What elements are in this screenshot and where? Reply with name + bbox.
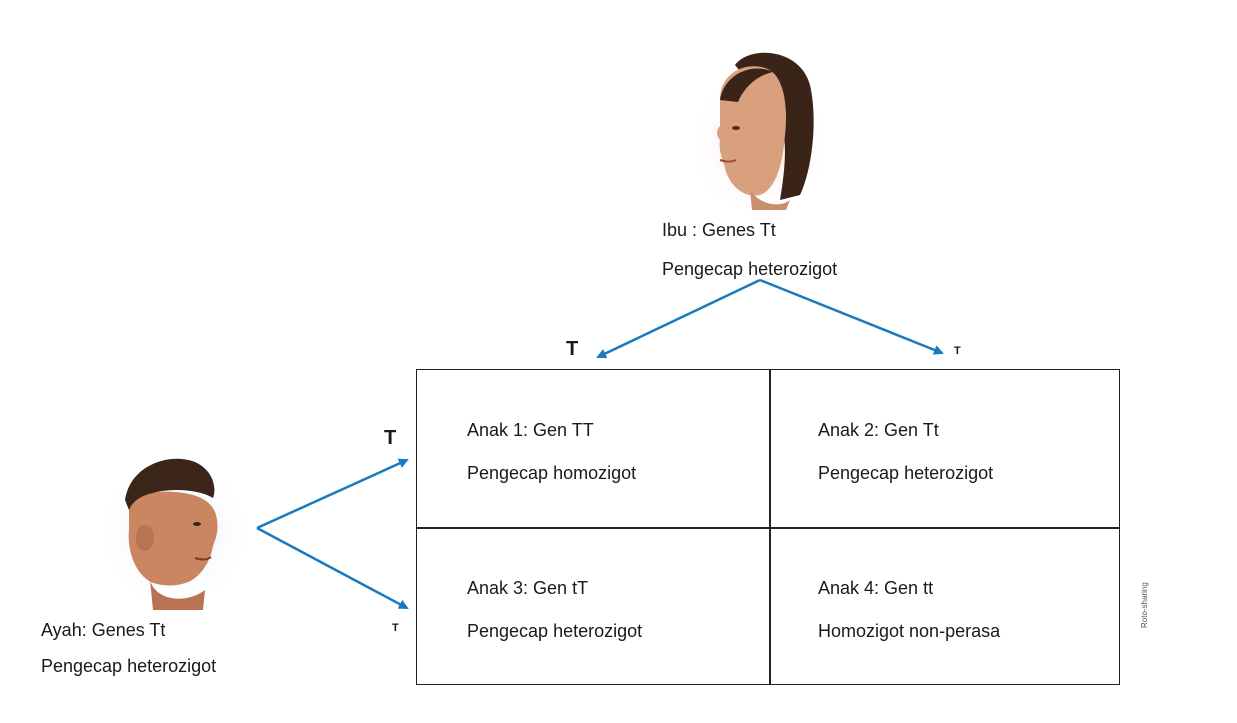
mother-allele-left: T — [566, 338, 579, 360]
cell-title: Anak 4: Gen tt — [818, 578, 934, 598]
punnett-cell-2: Anak 2: Gen Tt Pengecap heterozigot — [818, 420, 1148, 484]
cell-description: Pengecap homozigot — [467, 463, 637, 483]
cell-title: Anak 2: Gen Tt — [818, 420, 939, 440]
cell-description: Pengecap heterozigot — [467, 621, 643, 641]
father-portrait — [95, 445, 255, 610]
cell-description: Homozigot non-perasa — [818, 621, 1001, 641]
mother-arrow-left — [596, 278, 761, 359]
father-allele-top: T — [384, 427, 397, 449]
father-arrow-down — [256, 526, 409, 610]
punnett-cell-4: Anak 4: Gen tt Homozigot non-perasa — [818, 578, 1148, 642]
cell-title: Anak 3: Gen tT — [467, 578, 589, 598]
cell-description: Pengecap heterozigot — [818, 463, 994, 483]
father-arrow-up — [256, 458, 409, 530]
punnett-cell-3: Anak 3: Gen tT Pengecap heterozigot — [467, 578, 797, 642]
punnett-cell-1: Anak 1: Gen TT Pengecap homozigot — [467, 420, 797, 484]
punnett-square: Anak 1: Gen TT Pengecap homozigot Anak 2… — [416, 369, 1120, 685]
mother-allele-right: T — [954, 345, 961, 357]
grid-divider-horizontal — [417, 527, 1119, 529]
father-allele-bottom: T — [392, 622, 399, 634]
mother-genes-label: Ibu : Genes Tt — [662, 220, 776, 240]
father-genes-label: Ayah: Genes Tt — [41, 620, 166, 640]
watermark: Roto-sharing — [1140, 582, 1149, 628]
mother-arrow-right — [759, 278, 944, 355]
mother-portrait — [690, 52, 832, 210]
cell-title: Anak 1: Gen TT — [467, 420, 594, 440]
mother-phenotype-label: Pengecap heterozigot — [662, 259, 838, 279]
father-phenotype-label: Pengecap heterozigot — [41, 656, 217, 676]
